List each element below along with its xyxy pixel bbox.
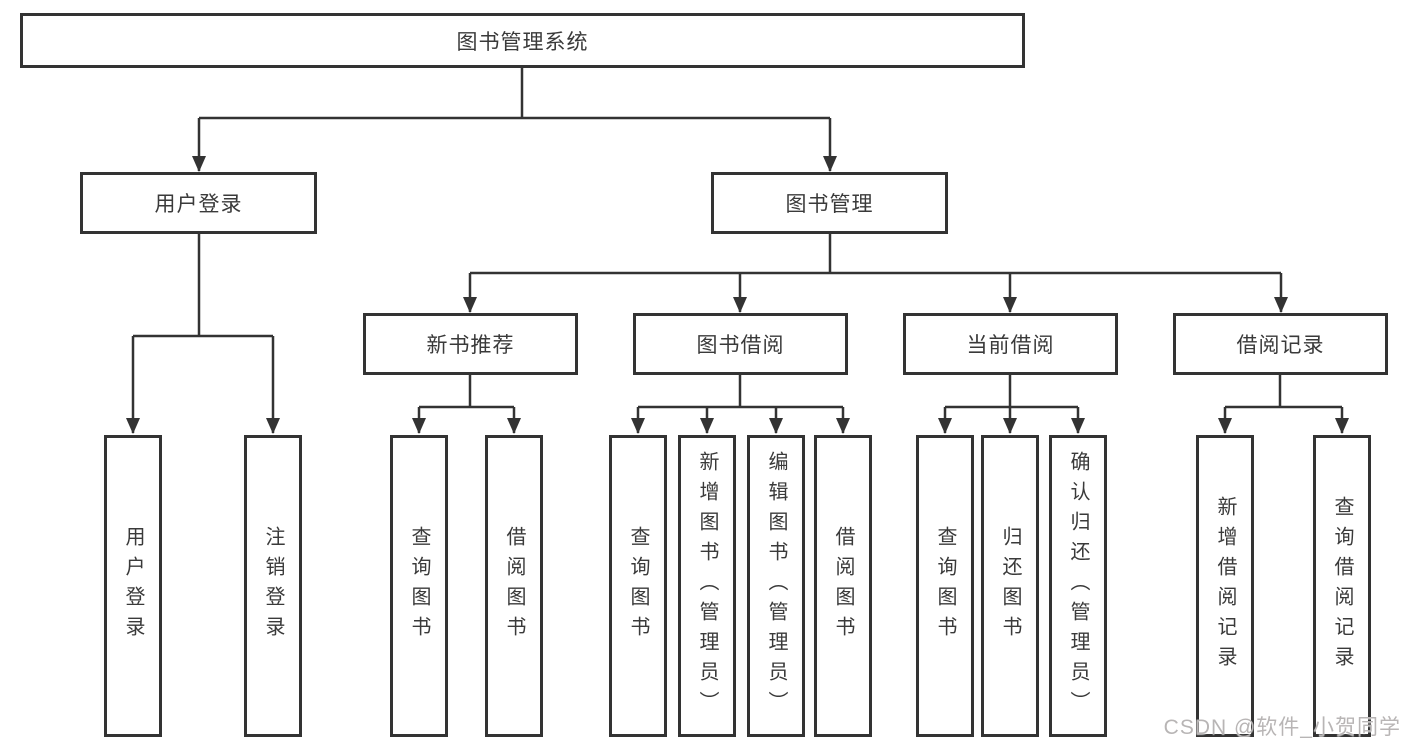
connector-records-split — [1225, 375, 1342, 409]
node-user-login: 用户登录 — [80, 172, 317, 234]
leaf-current-query-books: 查询图书 — [916, 435, 974, 737]
leaf-records-add-record-label: 新增借阅记录 — [1214, 496, 1236, 676]
connector-recommend-split — [419, 375, 514, 409]
node-root: 图书管理系统 — [20, 13, 1025, 68]
leaf-borrow-borrow-books: 借阅图书 — [814, 435, 872, 737]
node-new-book-recommend-label: 新书推荐 — [426, 334, 515, 357]
leaf-recommend-query-books-label: 查询图书 — [408, 526, 430, 646]
leaf-current-return-books: 归还图书 — [981, 435, 1039, 737]
leaf-records-add-record: 新增借阅记录 — [1196, 435, 1254, 737]
leaf-user-login-label: 用户登录 — [122, 526, 144, 646]
csdn-watermark: CSDN @软件_小贺同学 — [1163, 716, 1401, 739]
leaf-current-confirm-return-admin: 确认归还（管理员） — [1049, 435, 1107, 737]
node-current-borrow-label: 当前借阅 — [966, 334, 1055, 357]
connector-mgmt-split — [470, 234, 1281, 275]
node-book-borrow: 图书借阅 — [633, 313, 848, 375]
leaf-borrow-query-books: 查询图书 — [609, 435, 667, 737]
leaf-recommend-borrow-books-label: 借阅图书 — [503, 526, 525, 646]
leaf-logout: 注销登录 — [244, 435, 302, 737]
node-root-label: 图书管理系统 — [456, 30, 589, 54]
node-book-borrow-label: 图书借阅 — [696, 334, 785, 357]
connector-borrow-split — [638, 375, 843, 409]
node-book-management: 图书管理 — [711, 172, 948, 234]
node-book-management-label: 图书管理 — [785, 193, 874, 216]
leaf-recommend-query-books: 查询图书 — [390, 435, 448, 737]
leaf-borrow-query-books-label: 查询图书 — [627, 526, 649, 646]
leaf-records-query-record: 查询借阅记录 — [1313, 435, 1371, 737]
leaf-records-query-record-label: 查询借阅记录 — [1331, 496, 1353, 676]
node-borrow-records: 借阅记录 — [1173, 313, 1388, 375]
connector-root-split — [199, 68, 830, 120]
node-user-login-label: 用户登录 — [154, 193, 243, 216]
node-current-borrow: 当前借阅 — [903, 313, 1118, 375]
leaf-borrow-add-books-admin: 新增图书（管理员） — [678, 435, 736, 737]
leaf-current-confirm-return-admin-label: 确认归还（管理员） — [1067, 451, 1089, 721]
leaf-current-return-books-label: 归还图书 — [999, 526, 1021, 646]
node-borrow-records-label: 借阅记录 — [1236, 334, 1325, 357]
leaf-recommend-borrow-books: 借阅图书 — [485, 435, 543, 737]
connector-current-split — [945, 375, 1078, 409]
connector-login-split — [133, 234, 273, 338]
node-new-book-recommend: 新书推荐 — [363, 313, 578, 375]
leaf-current-query-books-label: 查询图书 — [934, 526, 956, 646]
leaf-borrow-edit-books-admin: 编辑图书（管理员） — [747, 435, 805, 737]
leaf-logout-label: 注销登录 — [262, 526, 284, 646]
leaf-borrow-edit-books-admin-label: 编辑图书（管理员） — [765, 451, 787, 721]
leaf-borrow-add-books-admin-label: 新增图书（管理员） — [696, 451, 718, 721]
leaf-user-login: 用户登录 — [104, 435, 162, 737]
leaf-borrow-borrow-books-label: 借阅图书 — [832, 526, 854, 646]
